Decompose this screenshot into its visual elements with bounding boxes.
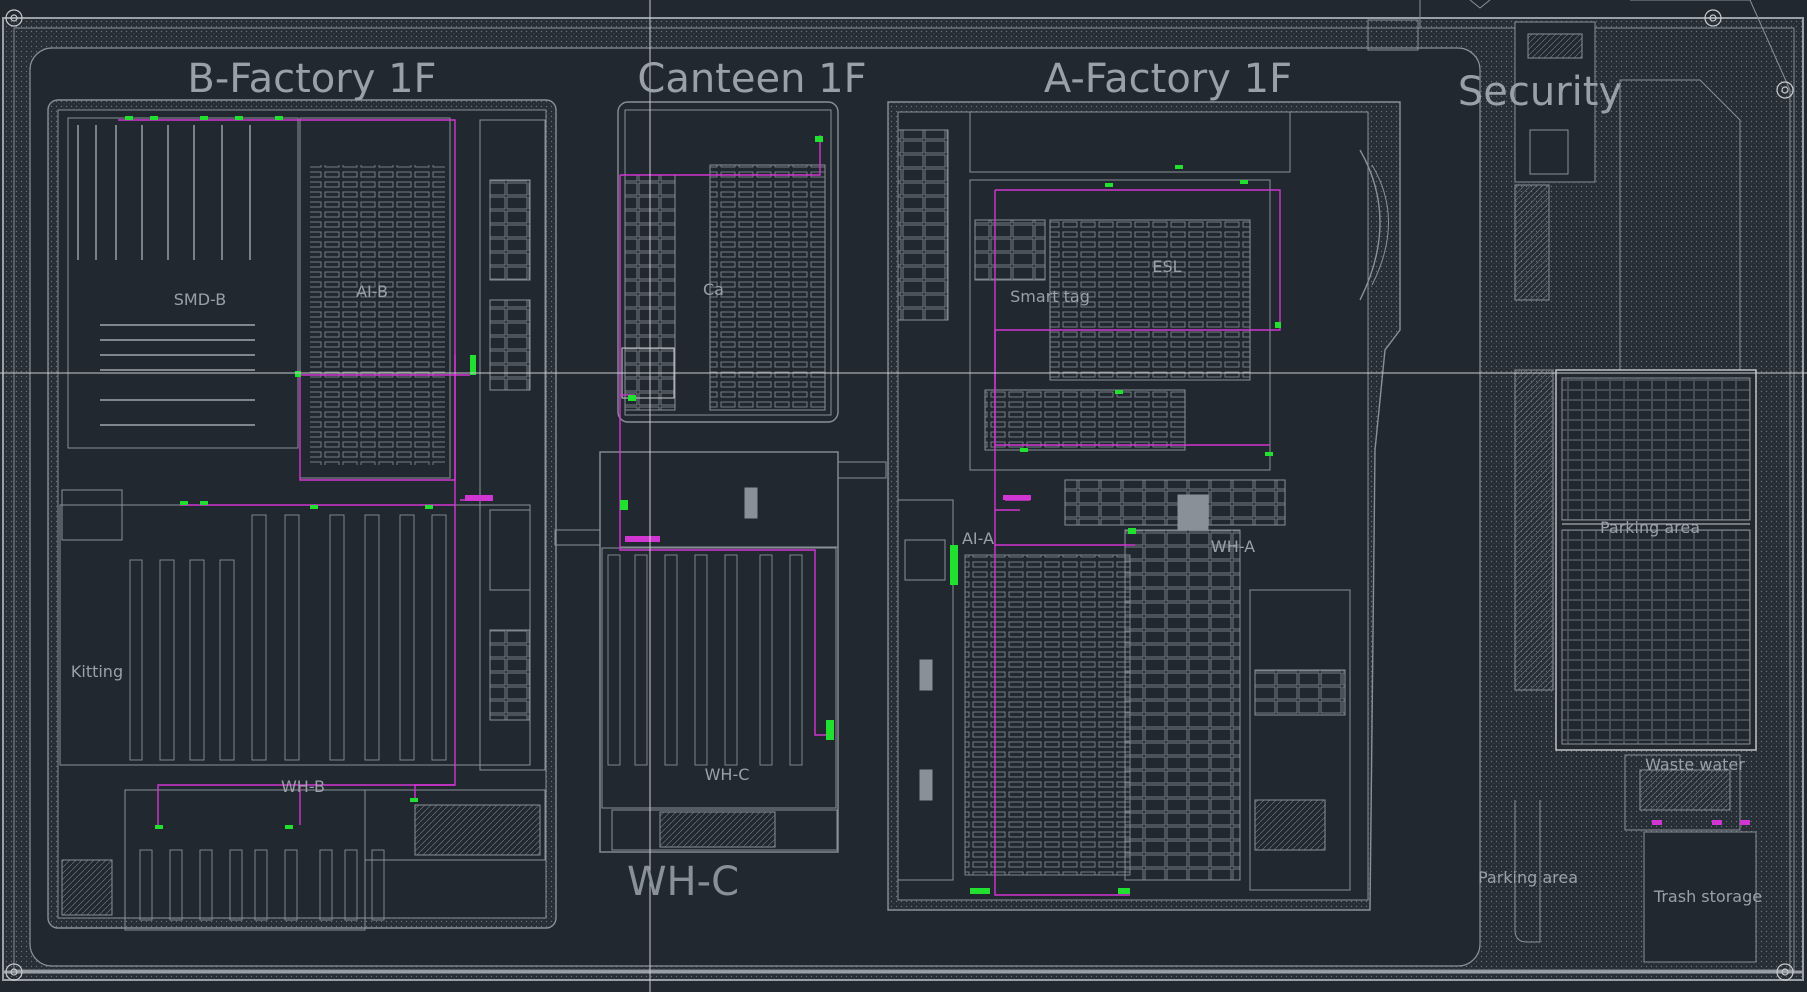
canteen-small-label: Ca xyxy=(703,280,724,299)
ai-a-machines xyxy=(964,554,1131,876)
a-factory-title: A-Factory 1F xyxy=(1044,56,1292,102)
security-title: Security xyxy=(1458,69,1622,115)
parking-area-label-1: Parking area xyxy=(1600,518,1700,537)
wh-c-title: WH-C xyxy=(627,859,739,905)
b-factory-title: B-Factory 1F xyxy=(187,56,436,102)
smd-machines xyxy=(77,125,255,426)
ai-b-machines xyxy=(310,165,445,465)
east-zone xyxy=(1514,21,1757,963)
smart-tag-label: Smart tag xyxy=(1010,287,1090,306)
wh-c-small-label: WH-C xyxy=(705,765,750,784)
ai-b-label: AI-B xyxy=(356,282,388,301)
kitting-label: Kitting xyxy=(71,662,123,681)
wh-b-racks xyxy=(129,514,447,921)
ai-a-label: AI-A xyxy=(962,529,994,548)
pipe-nodes xyxy=(125,116,1281,894)
pipe-markers xyxy=(465,495,1750,825)
trash-storage-label: Trash storage xyxy=(1653,887,1762,906)
access-road xyxy=(1367,0,1791,970)
canteen-title: Canteen 1F xyxy=(637,56,866,102)
b-factory-building xyxy=(47,99,557,931)
parking-area-label-2: Parking area xyxy=(1478,868,1578,887)
wh-a-label: WH-A xyxy=(1211,537,1255,556)
wh-c-racks xyxy=(607,554,803,766)
wh-c-building xyxy=(554,451,887,853)
smd-b-label: SMD-B xyxy=(174,290,226,309)
wh-b-label: WH-B xyxy=(281,777,325,796)
esl-label: ESL xyxy=(1152,257,1181,276)
survey-markers xyxy=(5,9,1794,981)
pipe-network xyxy=(118,119,1281,896)
waste-water-label: Waste water xyxy=(1645,755,1745,774)
